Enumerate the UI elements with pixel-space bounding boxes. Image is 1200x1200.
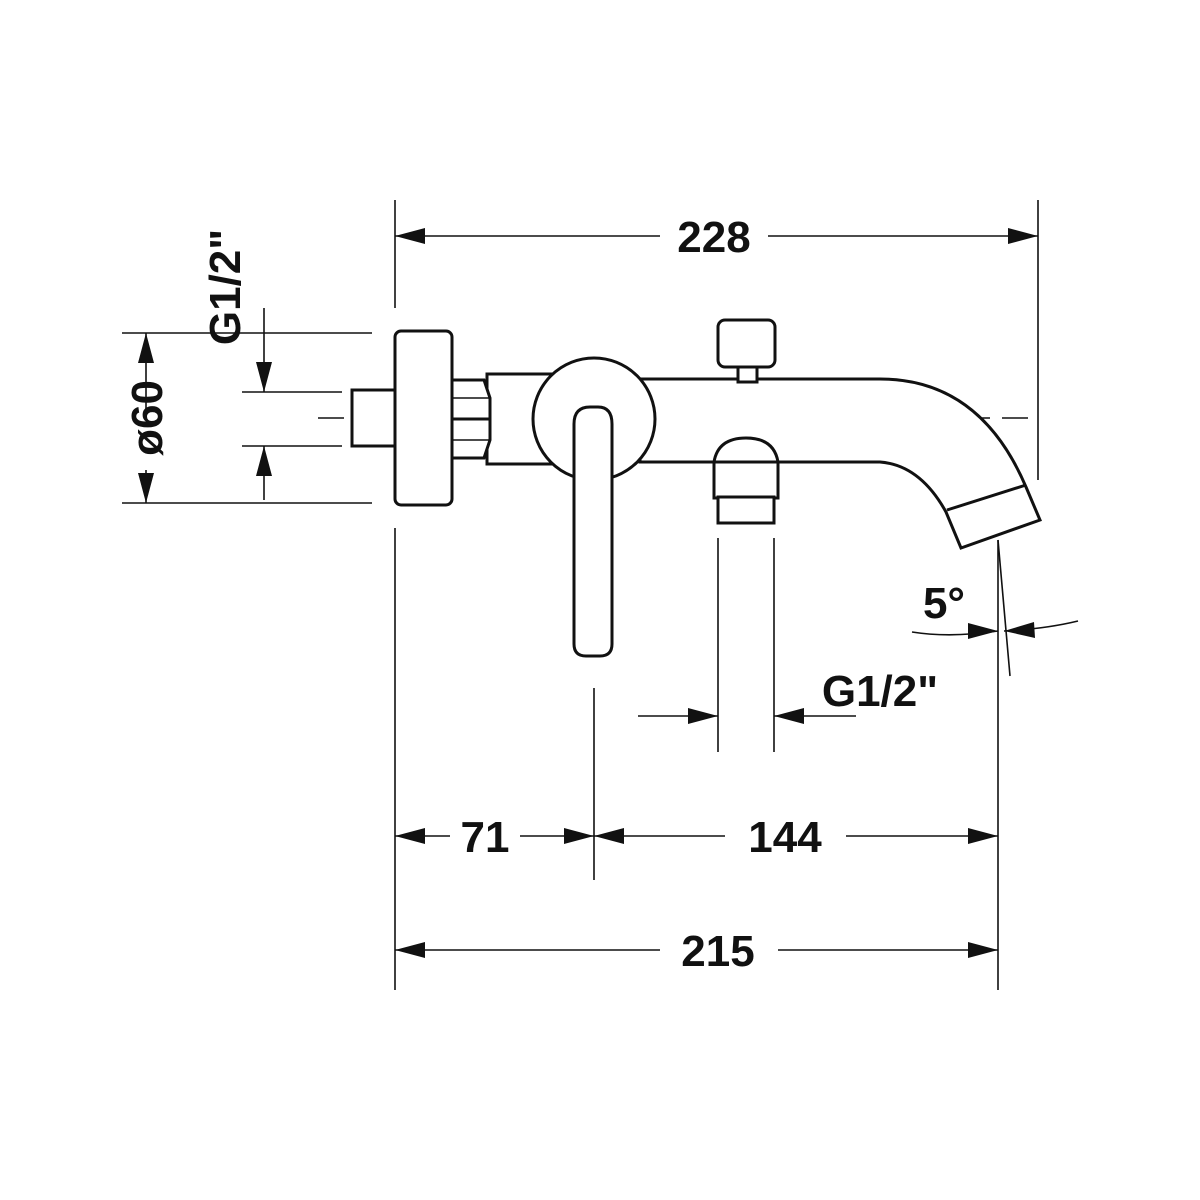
extension-lines	[122, 200, 1039, 990]
spout	[638, 377, 1043, 550]
faucet-outline	[350, 318, 1043, 658]
dim-lever-to-spout: 144	[748, 813, 822, 862]
lever-handle	[572, 405, 614, 658]
dimension-labels: 228 71 144 215 ø60 G1/2" G1/2" 5°	[123, 213, 965, 976]
dim-overall-length: 228	[677, 213, 750, 262]
dim-rosette-diameter: ø60	[123, 380, 172, 456]
inlet-pipe	[350, 388, 398, 448]
wall-rosette	[393, 329, 454, 507]
shower-outlet-dome	[712, 436, 780, 464]
dim-lever-offset: 71	[461, 813, 510, 862]
dimension-lines	[138, 228, 1079, 958]
spout-tip-band	[946, 483, 1027, 512]
dim-wall-to-spout: 215	[681, 927, 754, 976]
dim-shower-outlet-thread: G1/2"	[822, 667, 938, 716]
dim-inlet-thread: G1/2"	[201, 229, 250, 345]
shower-outlet-nut	[712, 460, 780, 500]
shower-outlet-thread	[716, 495, 776, 525]
diverter-knob	[716, 318, 777, 369]
dim-spout-angle: 5°	[923, 579, 965, 628]
